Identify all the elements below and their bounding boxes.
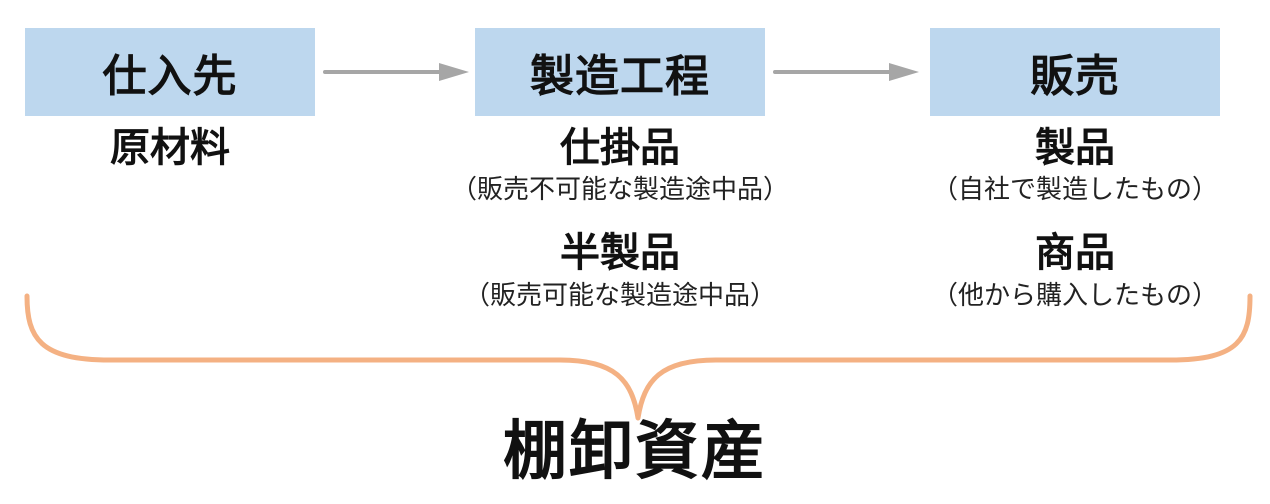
sales-box: 販売 [930,28,1220,116]
work-in-progress-label: 仕掛品 [560,125,680,171]
sales-label: 販売 [1030,51,1120,102]
flow-arrow-1 [323,63,469,81]
raw-material-label: 原材料 [110,125,230,171]
inventory-assets-title: 棚卸資産 [503,415,767,489]
manufacturing-process-box: 製造工程 [475,28,765,116]
merchandise-label: 商品 [1035,230,1115,276]
work-in-progress-note: （販売不可能な製造途中品） [450,175,789,205]
product-label: 製品 [1035,125,1115,171]
semi-finished-note: （販売可能な製造途中品） [463,281,776,311]
supplier-label: 仕入先 [102,51,238,102]
flow-arrow-2 [773,63,919,81]
grouping-brace [24,293,1253,421]
semi-finished-label: 半製品 [560,230,680,276]
product-note: （自社で製造したもの） [931,175,1218,205]
supplier-box: 仕入先 [25,28,315,116]
merchandise-note: （他から購入したもの） [931,281,1218,311]
manufacturing-process-label: 製造工程 [530,51,710,102]
